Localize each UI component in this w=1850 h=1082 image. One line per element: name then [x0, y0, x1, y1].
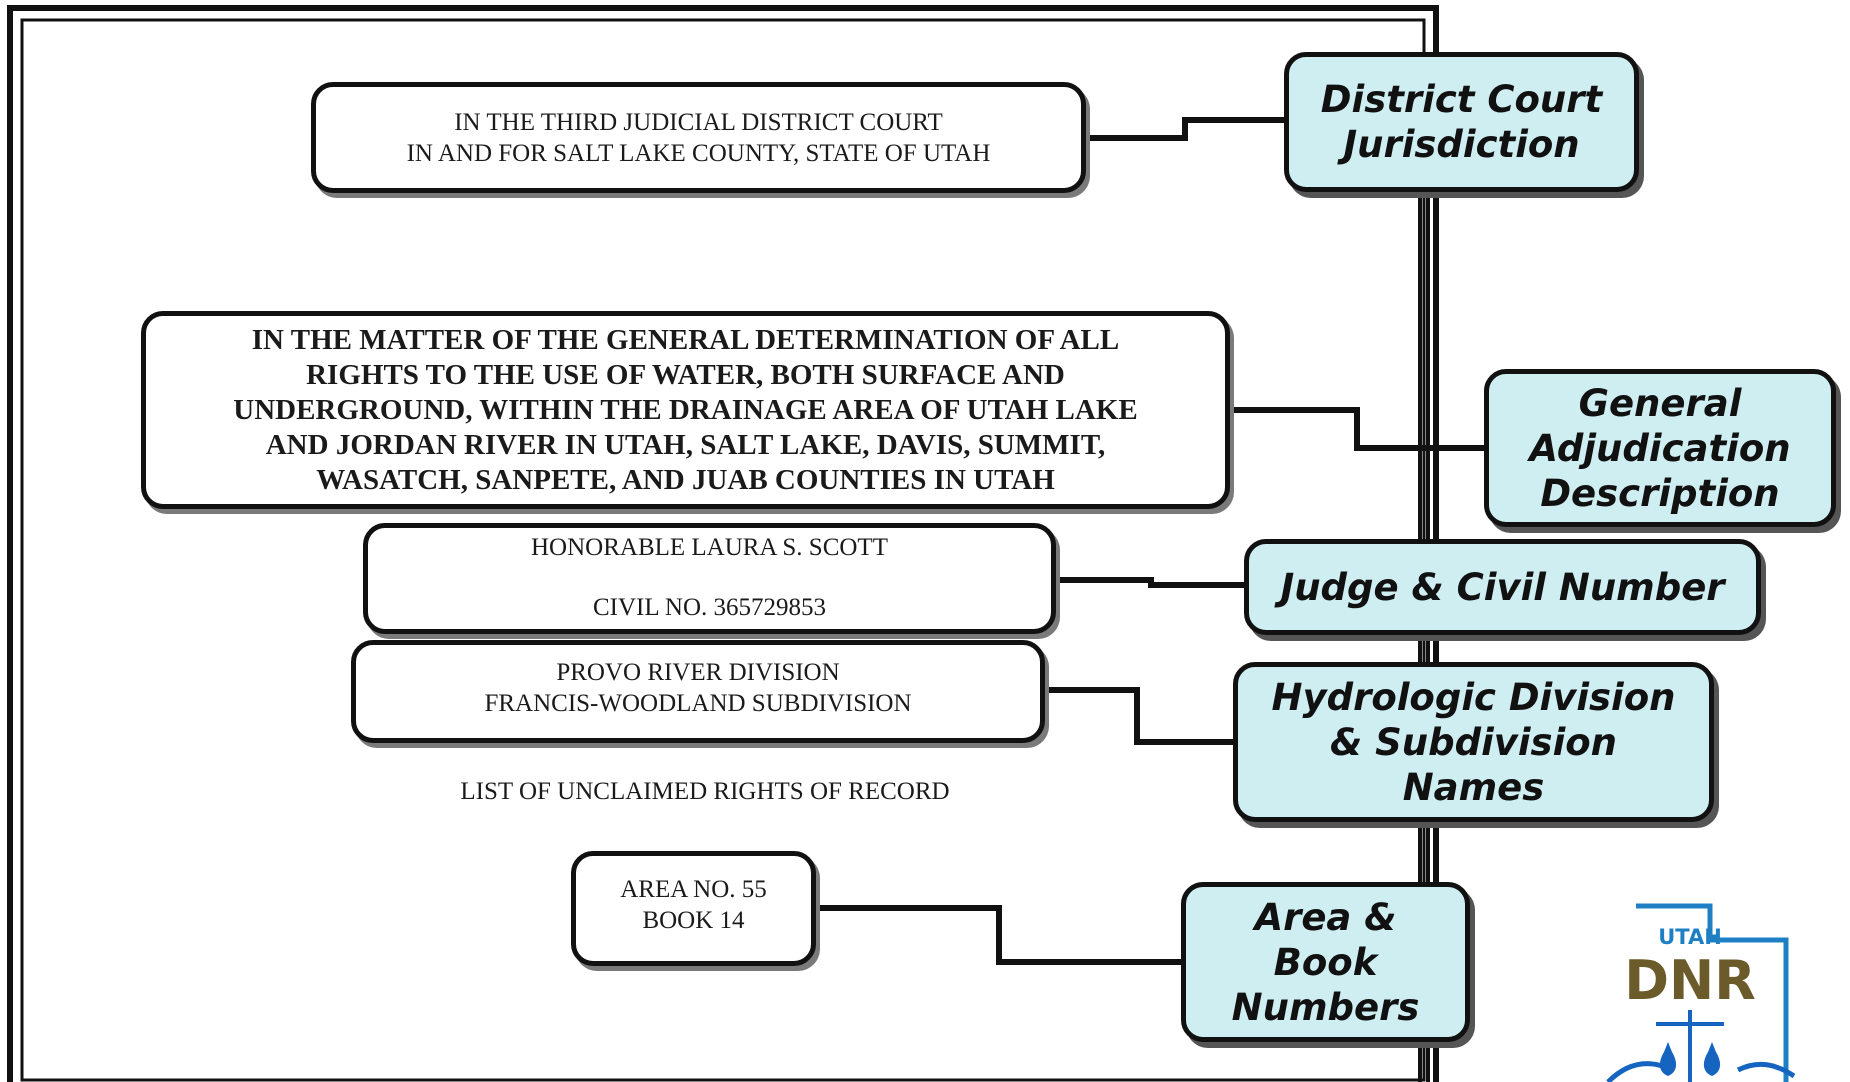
connector-judge-civil: [1054, 577, 1246, 588]
callout-district-court-line-1: District Court: [1320, 78, 1603, 121]
connector-district-court: [1085, 117, 1286, 141]
matter-line-2: RIGHTS TO THE USE OF WATER, BOTH SURFACE…: [306, 358, 1065, 391]
callout-general-adjudication-line-2: Adjudication: [1529, 426, 1791, 470]
connector-general-adjudication: [1229, 407, 1486, 451]
matter-line-4: AND JORDAN RIVER IN UTAH, SALT LAKE, DAV…: [265, 428, 1106, 461]
matter-line-3: UNDERGROUND, WITHIN THE DRAINAGE AREA OF…: [233, 393, 1138, 426]
utah-dnr-logo: UTAH DNR: [1606, 903, 1796, 1082]
callout-area-book-line-2: Book: [1273, 940, 1378, 984]
court-header-box: IN THE THIRD JUDICIAL DISTRICT COURT IN …: [311, 82, 1086, 193]
matter-description-box: IN THE MATTER OF THE GENERAL DETERMINATI…: [141, 311, 1230, 509]
utah-state-outline-icon: [1636, 903, 1789, 1082]
callout-hydrologic: Hydrologic Division & Subdivision Names: [1233, 662, 1714, 822]
court-header-line-1: IN THE THIRD JUDICIAL DISTRICT COURT: [454, 108, 943, 136]
callout-general-adjudication: General Adjudication Description: [1484, 369, 1836, 527]
callout-general-adjudication-line-1: General: [1578, 381, 1742, 425]
civil-number: CIVIL NO. 365729853: [592, 594, 827, 621]
callout-hydrologic-line-2: & Subdivision: [1329, 720, 1618, 764]
judge-civil-box: HONORABLE LAURA S. SCOTT CIVIL NO. 36572…: [363, 523, 1056, 634]
book-number: BOOK 14: [642, 907, 745, 934]
callout-general-adjudication-line-3: Description: [1540, 471, 1780, 515]
callout-district-court: District Court Jurisdiction: [1284, 52, 1639, 192]
callout-hydrologic-line-1: Hydrologic Division: [1271, 675, 1676, 719]
list-title: LIST OF UNCLAIMED RIGHTS OF RECORD: [460, 778, 950, 805]
connector-hydrologic: [1043, 687, 1235, 745]
scales-water-icon: [1606, 1010, 1796, 1082]
callout-area-book-line-3: Numbers: [1231, 985, 1420, 1029]
area-book-box: AREA NO. 55 BOOK 14: [571, 851, 816, 966]
callout-area-book: Area & Book Numbers: [1181, 882, 1470, 1042]
connector-area-book: [813, 905, 1183, 965]
area-number: AREA NO. 55: [620, 876, 767, 903]
callout-district-court-line-2: Jurisdiction: [1343, 123, 1580, 166]
logo-agency-text: DNR: [1624, 949, 1756, 1012]
matter-line-5: WASATCH, SANPETE, AND JUAB COUNTIES IN U…: [316, 463, 1055, 496]
division-line-1: PROVO RIVER DIVISION: [556, 659, 840, 686]
division-line-2: FRANCIS-WOODLAND SUBDIVISION: [484, 690, 912, 717]
matter-line-1: IN THE MATTER OF THE GENERAL DETERMINATI…: [251, 323, 1120, 356]
division-box: PROVO RIVER DIVISION FRANCIS-WOODLAND SU…: [351, 640, 1045, 743]
callout-area-book-line-1: Area &: [1254, 895, 1397, 939]
judge-name: HONORABLE LAURA S. SCOTT: [531, 534, 888, 561]
court-header-line-2: IN AND FOR SALT LAKE COUNTY, STATE OF UT…: [406, 139, 991, 167]
callout-judge-civil: Judge & Civil Number: [1244, 539, 1761, 635]
callout-hydrologic-line-3: Names: [1402, 765, 1545, 809]
callout-judge-civil-line-1: Judge & Civil Number: [1280, 565, 1725, 609]
logo-state-text: UTAH: [1658, 925, 1722, 949]
